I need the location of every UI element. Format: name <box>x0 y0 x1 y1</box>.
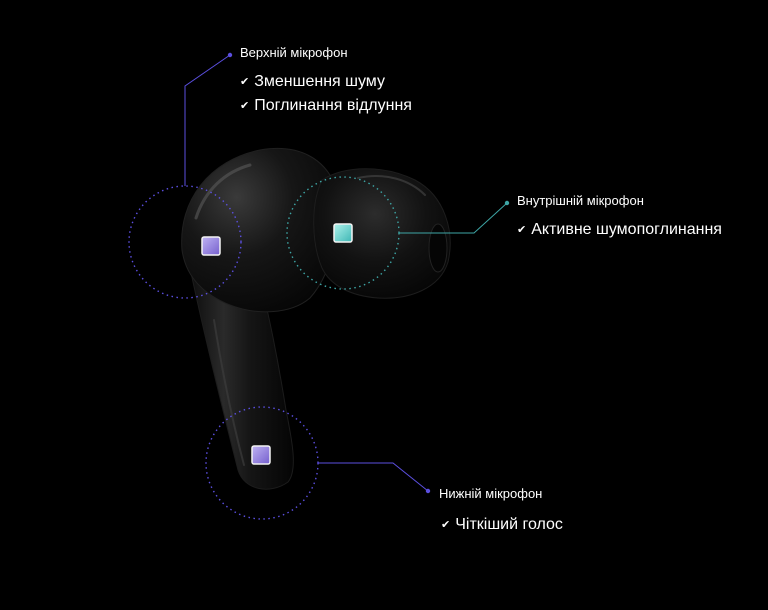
inner-mic-feature-1: ✔ Активне шумопоглинання <box>517 220 722 240</box>
check-icon: ✔ <box>517 224 527 236</box>
inner-mic-leader-dot <box>504 200 510 206</box>
top-mic-leader-line <box>184 54 231 186</box>
top-mic-title: Верхній мікрофон <box>240 45 348 60</box>
top-mic-square <box>201 236 221 256</box>
top-mic-leader-dot <box>227 52 233 58</box>
check-icon: ✔ <box>441 519 451 531</box>
ear-tip <box>313 168 451 299</box>
inner-mic-feature-1-label: Активне шумопоглинання <box>531 221 722 238</box>
inner-mic-square <box>333 223 353 243</box>
check-icon: ✔ <box>240 100 250 112</box>
top-mic-feature-2: ✔ Поглинання відлуння <box>240 96 412 116</box>
inner-mic-marker <box>286 176 510 290</box>
earbud-highlight <box>194 163 252 220</box>
bottom-mic-feature-1-label: Чіткіший голос <box>455 516 563 533</box>
inner-mic-leader-line <box>399 202 508 234</box>
bottom-mic-title: Нижній мікрофон <box>439 486 543 501</box>
top-mic-feature-1-label: Зменшення шуму <box>254 73 385 90</box>
bottom-mic-leader-line <box>318 462 429 492</box>
ear-tip-opening <box>428 223 448 273</box>
top-mic-dotted-ring <box>128 185 242 299</box>
bottom-mic-feature-1: ✔ Чіткіший голос <box>441 515 563 535</box>
top-mic-feature-1: ✔ Зменшення шуму <box>240 72 385 92</box>
top-mic-feature-2-label: Поглинання відлуння <box>254 97 412 114</box>
bottom-mic-square <box>251 445 271 465</box>
inner-mic-title: Внутрішній мікрофон <box>517 193 644 208</box>
earbud <box>181 148 451 490</box>
check-icon: ✔ <box>240 76 250 88</box>
stem-highlight <box>213 319 245 466</box>
top-mic-marker <box>128 52 242 299</box>
ear-tip-highlight <box>357 174 426 196</box>
bottom-mic-leader-dot <box>425 488 431 494</box>
bottom-mic-marker <box>205 406 431 520</box>
